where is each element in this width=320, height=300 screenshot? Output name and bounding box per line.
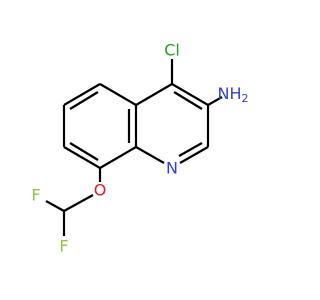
- structure-canvas: Cl NH2 N O F F: [31, 41, 249, 256]
- bond-c2-n1: [179, 146, 209, 164]
- bond-n1-c8a: [135, 146, 165, 164]
- bond-c7-c8: [63, 146, 101, 169]
- bond-c4-c3-double: [173, 91, 203, 110]
- molecule-drawing: Cl NH2 N O F F: [31, 41, 249, 256]
- bond-c8-c8a: [99, 146, 137, 169]
- bond-c7-c8-double: [69, 142, 99, 161]
- atom-nh2-main: NH: [218, 84, 242, 103]
- bond-c2-n1-double: [178, 142, 203, 157]
- atom-nh2: NH2: [218, 84, 249, 105]
- bond-c5-c6-double: [69, 91, 99, 110]
- atom-f-top: F: [31, 186, 40, 205]
- bond-c3-n: [207, 96, 223, 106]
- atom-o: O: [94, 181, 107, 200]
- bond-c4-c3: [171, 83, 209, 106]
- atom-n-ring: N: [166, 159, 178, 178]
- atom-f-bottom: F: [59, 237, 68, 256]
- atom-cl: Cl: [164, 41, 180, 60]
- bond-c4a-c5: [99, 83, 137, 106]
- bond-o-cf2: [63, 194, 94, 212]
- atom-nh2-subscript: 2: [242, 92, 249, 105]
- bond-c4a-c4: [135, 83, 173, 106]
- bond-c5-c6: [63, 83, 101, 106]
- bond-cf2-f-top: [45, 200, 65, 212]
